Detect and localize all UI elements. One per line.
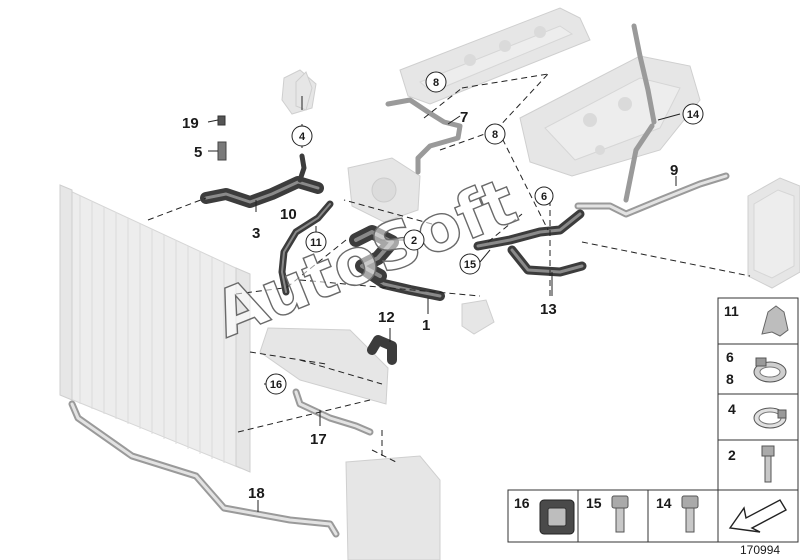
- worm-clamp-icon: [753, 407, 787, 429]
- svg-text:15: 15: [586, 495, 602, 511]
- legend-tile-6-8: 6 8: [717, 343, 799, 395]
- callout-10: 10: [280, 206, 297, 223]
- svg-text:6: 6: [541, 191, 547, 203]
- callout-circle-6: 6: [534, 186, 554, 206]
- callout-circle-15: 15: [459, 253, 481, 275]
- svg-text:2: 2: [728, 447, 736, 463]
- svg-text:11: 11: [310, 237, 322, 249]
- hose-clamp-icon: [753, 357, 787, 383]
- callout-circle-8b: 8: [484, 123, 506, 145]
- svg-text:14: 14: [687, 109, 700, 121]
- hose-12: [367, 335, 397, 365]
- callout-18: 18: [248, 485, 265, 502]
- svg-text:16: 16: [514, 495, 530, 511]
- part-4: [295, 71, 313, 111]
- water-pump-ghost: [347, 157, 421, 223]
- svg-text:6: 6: [726, 349, 734, 365]
- legend-tile-15: 15: [577, 489, 649, 543]
- svg-text:8: 8: [726, 371, 734, 387]
- svg-text:16: 16: [270, 379, 282, 391]
- cylinder-head-ghost-2: [519, 55, 701, 177]
- screw-14-icon: [681, 495, 699, 533]
- svg-text:8: 8: [433, 77, 439, 89]
- direction-arrow-icon: [728, 499, 787, 533]
- screw-15-icon: [611, 495, 629, 533]
- legend-tile-arrow: [717, 489, 799, 543]
- callout-13: 13: [540, 301, 557, 318]
- callout-3: 3: [252, 225, 260, 242]
- callout-7: 7: [460, 109, 468, 126]
- callout-circle-2: 2: [403, 229, 425, 251]
- circled-callouts: 8 8 4 14 6 11 2 15: [265, 71, 704, 395]
- leader-lines: [147, 73, 751, 512]
- callout-circle-4: 4: [291, 125, 313, 147]
- callout-numbers: 19 5 3 10 7 9 1 12 13 17 18: [182, 109, 678, 502]
- part-19: [217, 115, 226, 126]
- svg-text:14: 14: [656, 495, 672, 511]
- callout-circle-11: 11: [305, 231, 327, 253]
- callout-circle-8a: 8: [425, 71, 447, 93]
- grommet-icon: [539, 499, 575, 535]
- bracket-ghost-2: [461, 299, 495, 335]
- legend-tile-4: 4: [717, 393, 799, 441]
- radiator-ghost: [59, 184, 251, 473]
- background-components: [59, 7, 800, 560]
- callout-circle-16: 16: [265, 373, 287, 395]
- svg-text:11: 11: [724, 303, 739, 319]
- callout-circle-14: 14: [682, 103, 704, 125]
- cylinder-head-ghost: [399, 7, 591, 105]
- callout-19: 19: [182, 115, 199, 132]
- part-5: [217, 141, 227, 161]
- expansion-tank-ghost: [747, 177, 800, 289]
- callout-17: 17: [310, 431, 327, 448]
- clip-icon: [761, 305, 789, 337]
- svg-text:4: 4: [299, 131, 306, 143]
- pipe-7: [385, 97, 463, 175]
- svg-text:8: 8: [492, 129, 498, 141]
- callout-1: 1: [422, 317, 430, 334]
- callout-9: 9: [670, 162, 678, 179]
- bolt-icon: [761, 445, 775, 483]
- parts-legend: 11 6 8 4 2: [507, 297, 799, 543]
- diagram-id: 170994: [740, 543, 780, 557]
- legend-tile-11: 11: [717, 297, 799, 345]
- callout-5: 5: [194, 144, 202, 161]
- pipe-14: [631, 23, 657, 125]
- legend-tile-16: 16: [507, 489, 579, 543]
- svg-text:2: 2: [411, 235, 417, 247]
- legend-tile-2: 2: [717, 439, 799, 491]
- svg-text:15: 15: [464, 259, 476, 271]
- legend-tile-14: 14: [647, 489, 719, 543]
- callout-12: 12: [378, 309, 395, 326]
- svg-text:4: 4: [728, 401, 736, 417]
- hoses-and-pipes: [68, 23, 730, 538]
- fan-shroud-ghost: [259, 327, 441, 560]
